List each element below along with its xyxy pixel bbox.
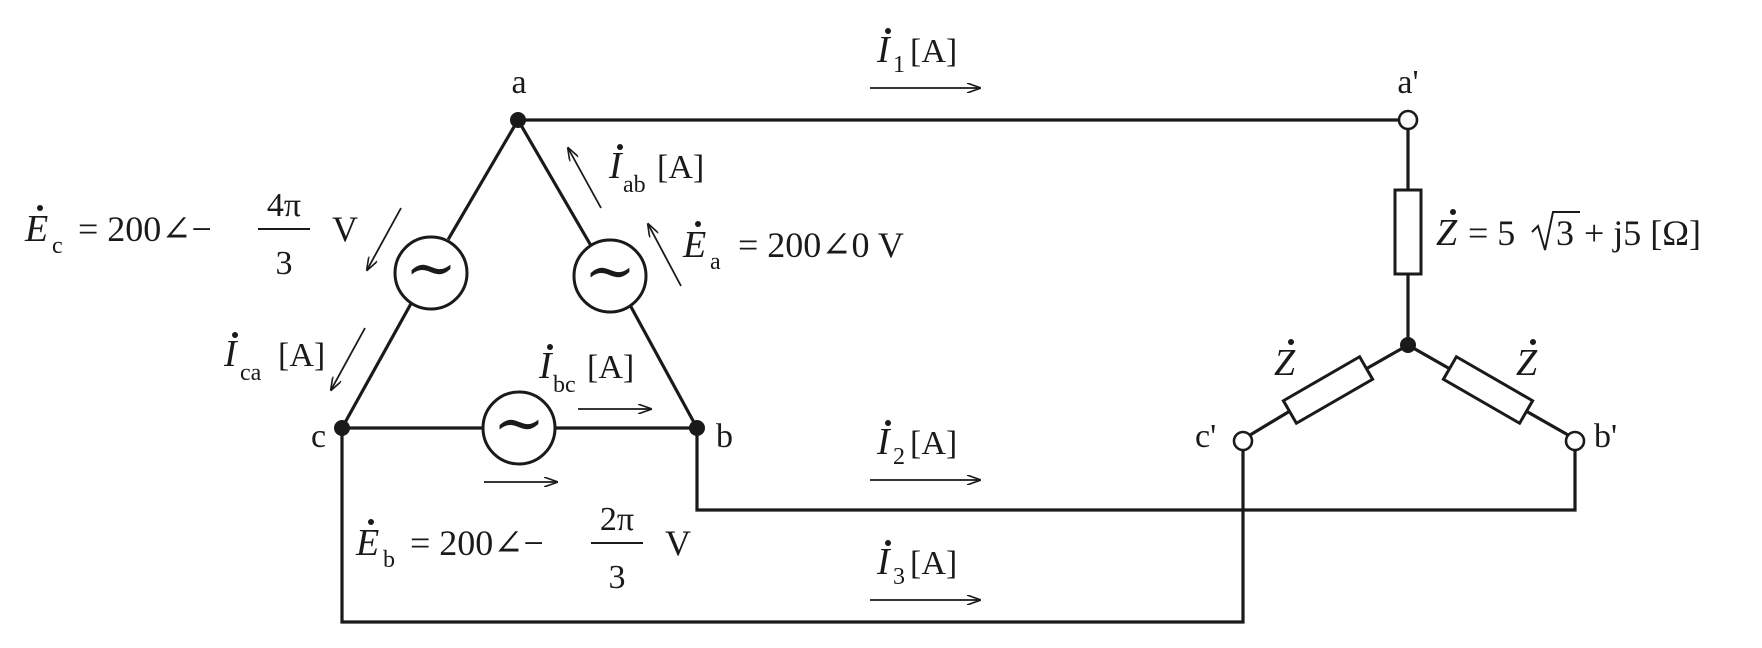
equation-eb: E b = 200∠− 2π 3 V: [355, 501, 691, 596]
svg-text:Z: Z: [1436, 212, 1458, 254]
sine-wave-icon: ∼: [405, 235, 457, 303]
wire-a-to-source-a: [515, 117, 593, 247]
label-ica: I ca [A]: [223, 332, 325, 386]
svg-text:I: I: [538, 345, 554, 387]
svg-text:= 200∠−: = 200∠−: [410, 523, 544, 563]
svg-text:3: 3: [609, 559, 626, 596]
svg-text:Z: Z: [1274, 342, 1296, 384]
svg-text:4π: 4π: [267, 187, 301, 224]
sine-wave-icon: ∼: [584, 238, 636, 306]
svg-text:E: E: [355, 522, 379, 564]
resistor-b: [1441, 354, 1535, 426]
voltage-sources: ∼ ∼ ∼: [393, 235, 648, 466]
load-impedances: [1281, 188, 1535, 426]
label-c-prime: c': [1195, 418, 1216, 455]
svg-text:I: I: [876, 29, 892, 71]
arrow-iab: [568, 148, 602, 209]
node-a-dot: [510, 112, 526, 128]
svg-text:Z: Z: [1516, 342, 1538, 384]
equation-ea: E a = 200∠0 V: [682, 221, 904, 275]
wire-resistor-b-to-b-prime: [1523, 408, 1571, 438]
wire-source-c-to-c: [339, 297, 416, 431]
svg-text:3: 3: [1556, 213, 1574, 253]
svg-text:bc: bc: [553, 372, 576, 398]
label-i2: I 2 [A]: [876, 420, 957, 470]
wire-a-to-source-c: [446, 117, 521, 241]
svg-text:E: E: [24, 208, 48, 250]
svg-text:+ j5 [Ω]: + j5 [Ω]: [1584, 213, 1701, 253]
label-a-prime: a': [1397, 64, 1418, 101]
svg-text:= 200∠0 V: = 200∠0 V: [738, 225, 904, 265]
svg-text:1: 1: [893, 52, 905, 78]
wire-source-a-to-b: [627, 302, 700, 431]
line-3: [340, 426, 1245, 624]
svg-text:[A]: [A]: [657, 149, 704, 186]
node-b-dot: [689, 420, 705, 436]
svg-text:[A]: [A]: [587, 349, 634, 386]
label-z-left: Z: [1274, 339, 1296, 384]
arrow-ea: [648, 224, 682, 287]
svg-text:3: 3: [893, 564, 905, 590]
node-c-dot: [334, 420, 350, 436]
svg-text:2π: 2π: [600, 501, 634, 538]
resistor-c: [1281, 354, 1375, 426]
terminal-a-prime: [1397, 109, 1419, 131]
svg-text:ca: ca: [240, 360, 262, 386]
impedance-labels: Z = 5 3 + j5 [Ω] Z Z: [1274, 209, 1701, 384]
svg-text:[A]: [A]: [910, 545, 957, 582]
arrows: [331, 88, 980, 600]
arrow-ica: [331, 327, 366, 390]
label-iab: I ab [A]: [608, 144, 704, 198]
current-labels: I 1 [A] I 2 [A] I 3 [A] I ab [A] I: [223, 28, 957, 590]
svg-text:I: I: [876, 421, 892, 463]
svg-text:I: I: [608, 145, 624, 187]
label-c: c: [311, 418, 326, 455]
star-point-dot: [1400, 337, 1416, 353]
svg-text:= 5: = 5: [1468, 213, 1515, 253]
equation-z: Z = 5 3 + j5 [Ω]: [1436, 209, 1701, 254]
source-equations: E a = 200∠0 V E c = 200∠− 4π 3 V E b = 2…: [24, 187, 904, 596]
source-b: ∼: [481, 390, 557, 466]
label-i1: I 1 [A]: [876, 28, 957, 78]
svg-text:a: a: [710, 249, 721, 275]
line-2: [695, 426, 1577, 512]
svg-text:2: 2: [893, 444, 905, 470]
svg-text:ab: ab: [623, 172, 646, 198]
label-i3: I 3 [A]: [876, 540, 957, 590]
source-c: ∼: [393, 235, 469, 311]
label-z-right: Z: [1516, 339, 1538, 384]
nodes: [334, 109, 1586, 452]
label-ibc: I bc [A]: [538, 344, 634, 398]
svg-text:3: 3: [276, 245, 293, 282]
svg-text:c: c: [52, 233, 63, 259]
svg-text:I: I: [876, 541, 892, 583]
wire-resistor-c-to-c-prime: [1247, 408, 1293, 438]
svg-text:= 200∠−: = 200∠−: [78, 209, 212, 249]
node-labels: a b c a' b' c': [311, 64, 1617, 455]
wire-star-to-resistor-b: [1405, 342, 1453, 372]
arrow-ec: [367, 207, 402, 270]
label-b-prime: b': [1594, 418, 1617, 455]
label-a: a: [511, 64, 526, 101]
wires: [339, 117, 1577, 624]
svg-text:[A]: [A]: [910, 425, 957, 462]
svg-text:E: E: [682, 224, 706, 266]
resistor-a: [1393, 188, 1423, 276]
wire-star-to-resistor-c: [1363, 342, 1411, 372]
terminal-c-prime: [1232, 430, 1254, 452]
svg-text:V: V: [332, 209, 358, 249]
terminal-b-prime: [1564, 430, 1586, 452]
sine-wave-icon: ∼: [493, 390, 545, 458]
svg-text:V: V: [665, 523, 691, 563]
equation-ec: E c = 200∠− 4π 3 V: [24, 187, 358, 282]
source-a: ∼: [572, 238, 648, 314]
svg-text:I: I: [223, 333, 239, 375]
svg-text:b: b: [383, 547, 395, 573]
svg-text:[A]: [A]: [910, 33, 957, 70]
svg-text:[A]: [A]: [278, 337, 325, 374]
label-b: b: [716, 418, 733, 455]
